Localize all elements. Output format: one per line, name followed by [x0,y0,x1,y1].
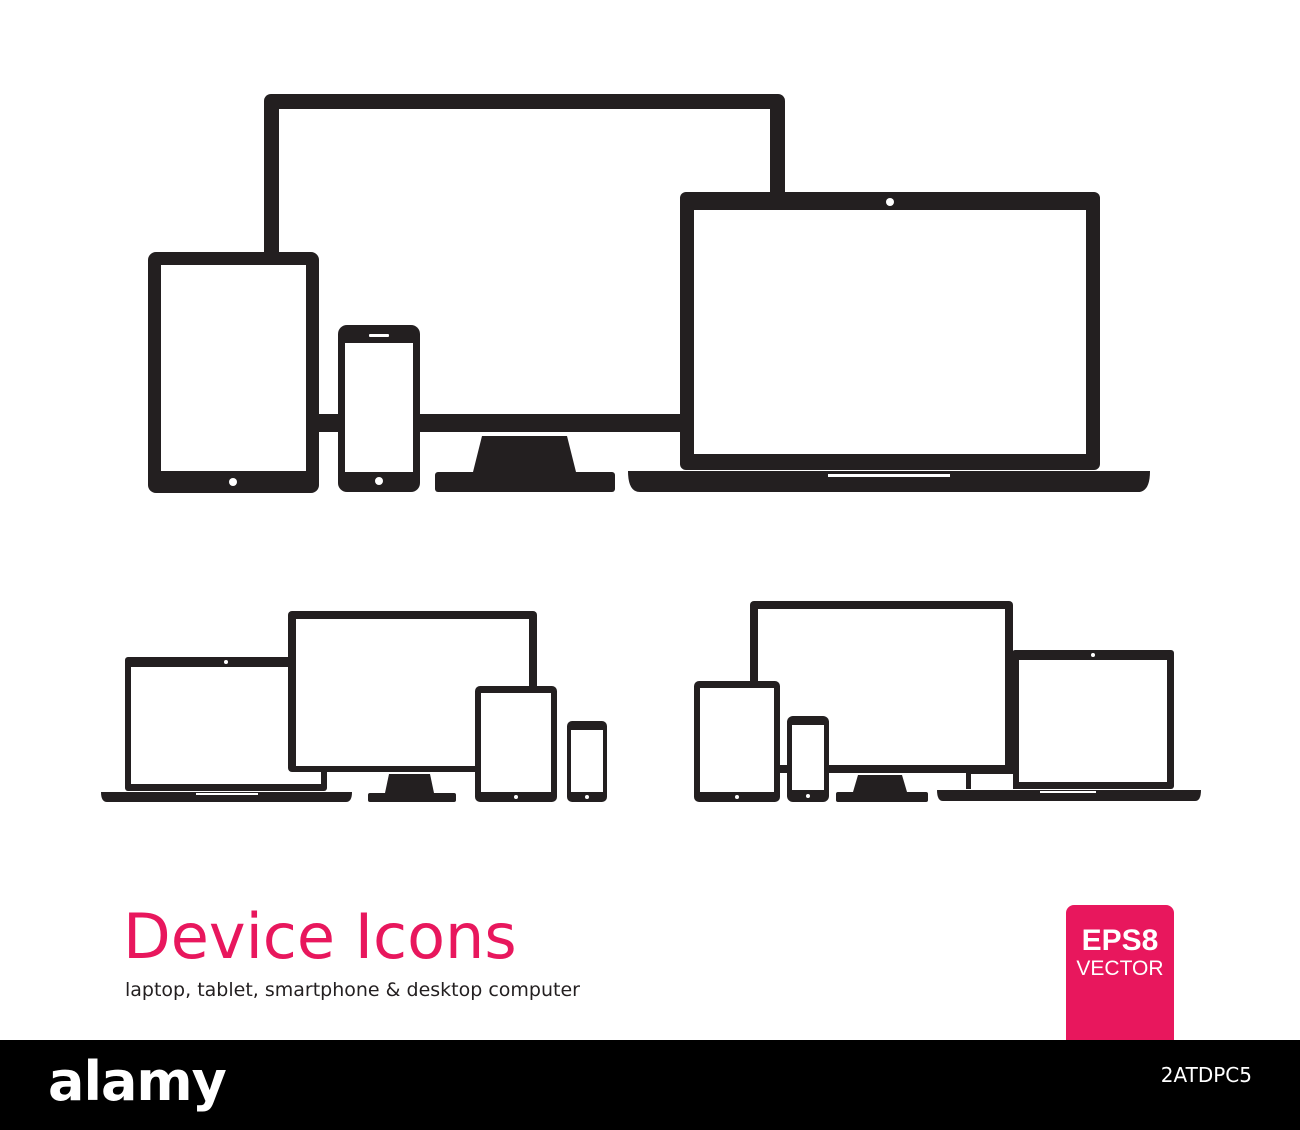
page-title: Device Icons [123,900,517,973]
tablet-icon [475,686,557,802]
format-badge-subtitle: VECTOR [1076,957,1164,980]
small-device-group-stack [694,601,1201,802]
tablet-icon [148,252,319,493]
format-badge: EPS8 VECTOR [1066,905,1174,1040]
large-device-group [148,94,1150,493]
small-device-group-row [101,611,607,802]
smartphone-icon [338,325,420,492]
device-icons-artwork [101,94,1201,802]
smartphone-icon [567,721,607,802]
image-id: 2ATDPC5 [1160,1063,1252,1087]
page-subtitle: laptop, tablet, smartphone & desktop com… [125,979,580,1001]
footer-bar: alamy 2ATDPC5 [0,1040,1300,1130]
format-badge-title: EPS8 [1081,924,1159,957]
laptop-icon [937,650,1201,801]
laptop-icon [628,192,1150,492]
monitor-icon [288,611,537,802]
tablet-icon [694,681,780,802]
smartphone-icon [787,716,829,802]
brand-logo: alamy [48,1050,227,1113]
